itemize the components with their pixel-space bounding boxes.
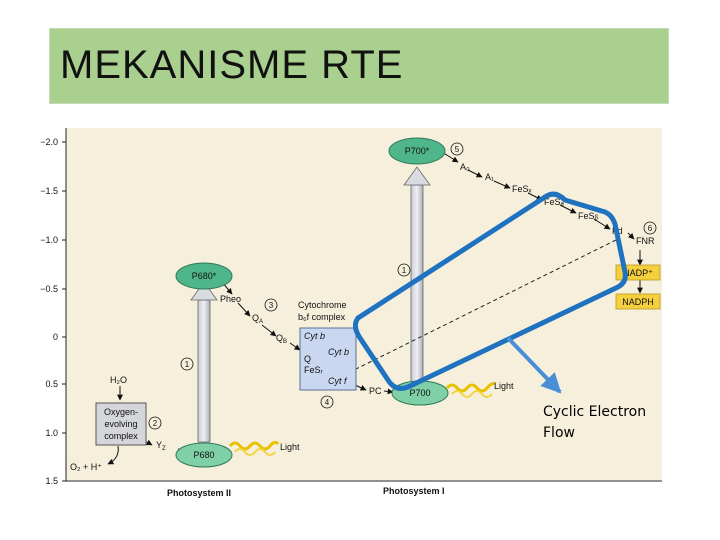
title-banner: MEKANISME RTE xyxy=(49,28,669,104)
p680-label: P680 xyxy=(193,450,214,460)
a1-label: A₁ xyxy=(485,172,494,182)
photosystem-ii-label: Photosystem II xyxy=(167,488,231,498)
y-tick-label: −1.5 xyxy=(40,186,58,196)
y-tick-label: −1.0 xyxy=(40,235,58,245)
cyt-f-label: Cyt f xyxy=(328,376,348,386)
nadp-plus-label: NADP⁺ xyxy=(623,268,653,278)
nadph-box xyxy=(615,293,661,310)
p700-node: P700 xyxy=(391,380,449,406)
cyclic-dashed-arrow xyxy=(349,239,617,373)
pc-label: PC xyxy=(369,386,382,396)
h2o-label: H₂O xyxy=(110,375,127,385)
callout-arrow xyxy=(506,336,562,394)
callout-line-2: Flow xyxy=(543,425,575,441)
oxygen-evolving-complex-box xyxy=(95,402,147,446)
p700-label: P700 xyxy=(409,388,430,398)
light-squiggle-icon xyxy=(451,390,493,398)
step-number-1: 1 xyxy=(402,266,407,275)
step-number-6: 6 xyxy=(648,224,653,233)
p700-star-node: P700* xyxy=(388,137,446,165)
fnr-label: FNR xyxy=(636,236,655,246)
ps1-excitation-arrow xyxy=(403,166,431,386)
callout-line-1: Cyclic Electron xyxy=(543,404,647,420)
ps2-excitation-arrow xyxy=(190,281,218,443)
oec-label-line3: complex xyxy=(104,431,138,441)
qb-label: QB xyxy=(276,333,287,345)
fesb-label: FeSᵦ xyxy=(578,211,599,221)
y-tick-label: −0.5 xyxy=(40,284,58,294)
cytochrome-complex-box xyxy=(299,327,357,391)
step-number-4: 4 xyxy=(325,398,330,407)
light-label: Light xyxy=(494,381,514,391)
cyclic-electron-flow-callout: Cyclic Electron Flow xyxy=(543,402,646,444)
fesx-label: FeSₓ xyxy=(512,184,532,194)
y-tick-label: 1.0 xyxy=(45,428,58,438)
y-tick-label: −2.0 xyxy=(40,137,58,147)
y-tick-label: 0.5 xyxy=(45,379,58,389)
oec-label-line1: Oxygen- xyxy=(104,407,138,417)
plot-background xyxy=(66,128,662,480)
light-squiggle-icon xyxy=(228,440,280,451)
y-tick-label: 0 xyxy=(53,332,58,342)
a0-label: A₀ xyxy=(460,162,470,172)
light-squiggle-icon xyxy=(234,448,276,456)
cyt-b-label: Cyt b xyxy=(304,331,325,341)
cytochrome-label-line1: Cytochrome xyxy=(298,300,347,310)
fesr-label: FeSᵣ xyxy=(304,365,323,375)
nadph-label: NADPH xyxy=(622,297,654,307)
fesa-label: FeSₐ xyxy=(544,197,565,207)
step-number-2: 2 xyxy=(153,419,158,428)
p700-star-label: P700* xyxy=(405,146,430,156)
step-number-5: 5 xyxy=(455,145,460,154)
cytochrome-label-line2: b₆f complex xyxy=(298,312,346,322)
qa-label: QA xyxy=(252,313,263,325)
p680-star-label: P680* xyxy=(192,271,217,281)
cyclic-flow-highlight xyxy=(352,191,628,391)
o2-label: O₂ + H⁺ xyxy=(70,462,102,472)
light-squiggle-icon xyxy=(445,382,496,393)
photosystem-i-label: Photosystem I xyxy=(383,486,445,496)
p680-star-node: P680* xyxy=(175,262,233,290)
p680-node: P680 xyxy=(175,442,233,468)
step-number-3: 3 xyxy=(269,301,274,310)
oec-label-line2: evolving xyxy=(104,419,137,429)
yz-label: YZ xyxy=(156,440,166,452)
pheo-label: Pheo xyxy=(220,294,241,304)
cyt-b-label: Cyt b xyxy=(328,347,349,357)
step-number-1: 1 xyxy=(185,360,190,369)
q-label: Q xyxy=(304,354,311,364)
light-label: Light xyxy=(280,442,300,452)
page-title: MEKANISME RTE xyxy=(60,43,404,87)
y-tick-label: 1.5 xyxy=(45,476,58,486)
